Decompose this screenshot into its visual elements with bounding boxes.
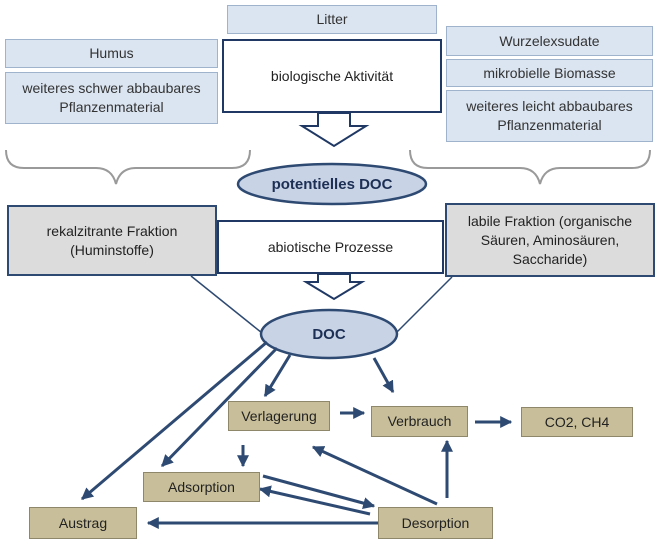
biologische-aktivitaet-label: biologische Aktivität xyxy=(270,67,394,84)
verlagerung-label: Verlagerung xyxy=(241,407,317,424)
desorption-label: Desorption xyxy=(401,514,470,531)
box-adsorption: Adsorption xyxy=(143,472,260,502)
box-co2-ch4: CO2, CH4 xyxy=(521,407,633,437)
box-abiotische-prozesse: abiotische Prozesse xyxy=(217,220,444,274)
oval-doc xyxy=(259,308,399,360)
rekalzitrante-fraktion-label: rekalzitrante Fraktion (Huminstoffe) xyxy=(46,222,178,258)
abiotische-prozesse-label: abiotische Prozesse xyxy=(267,238,394,255)
box-desorption: Desorption xyxy=(378,507,493,539)
adsorption-label: Adsorption xyxy=(168,478,235,495)
box-wurzelexsudate: Wurzelexsudate xyxy=(446,26,653,56)
leicht-abbaubar-label: weiteres leicht abbaubares Pflanzenmater… xyxy=(466,98,633,133)
doc-label: DOC xyxy=(312,325,346,343)
funnel-line-left xyxy=(190,275,263,334)
box-schwer-abbaubar: weiteres schwer abbaubares Pflanzenmater… xyxy=(5,72,218,124)
arrow-doc-to-verbrauch xyxy=(372,357,395,394)
mikrobielle-biomasse-label: mikrobielle Biomasse xyxy=(483,64,616,81)
arrow-doc-to-verlagerung xyxy=(263,354,292,398)
austrag-label: Austrag xyxy=(58,514,108,531)
arrow-adsorption-to-desorption xyxy=(262,474,376,509)
labile-fraktion-label: labile Fraktion (organische Säuren, Amin… xyxy=(467,212,633,267)
hollow-arrow-biologisch xyxy=(298,112,370,148)
funnel-line-right xyxy=(395,276,453,334)
box-mikrobielle-biomasse: mikrobielle Biomasse xyxy=(446,59,653,87)
left-brace xyxy=(5,149,251,185)
right-brace xyxy=(409,149,651,185)
hollow-arrow-abiotisch xyxy=(302,273,366,301)
box-verlagerung: Verlagerung xyxy=(228,401,330,431)
wurzelexsudate-label: Wurzelexsudate xyxy=(499,32,600,49)
litter-label: Litter xyxy=(316,11,348,27)
box-verbrauch: Verbrauch xyxy=(371,406,468,437)
oval-potentielles-doc xyxy=(236,162,428,206)
verbrauch-label: Verbrauch xyxy=(387,413,452,429)
box-leicht-abbaubar: weiteres leicht abbaubares Pflanzenmater… xyxy=(446,90,653,142)
arrow-doc-to-austrag xyxy=(81,340,268,501)
arrow-desorption-to-adsorption xyxy=(258,485,371,516)
box-biologische-aktivitaet: biologische Aktivität xyxy=(222,39,442,113)
box-labile-fraktion: labile Fraktion (organische Säuren, Amin… xyxy=(445,203,655,277)
box-rekalzitrante-fraktion: rekalzitrante Fraktion (Huminstoffe) xyxy=(7,205,217,276)
schwer-abbaubar-label: weiteres schwer abbaubares Pflanzenmater… xyxy=(22,80,201,115)
box-humus: Humus xyxy=(5,39,218,68)
arrow-doc-to-adsorption xyxy=(160,346,279,468)
box-litter: Litter xyxy=(227,5,437,34)
humus-label: Humus xyxy=(89,45,134,61)
co2-ch4-label: CO2, CH4 xyxy=(544,413,610,430)
box-austrag: Austrag xyxy=(29,507,137,539)
arrow-desorption-to-verlagerung xyxy=(311,445,438,506)
potentielles-doc-label: potentielles DOC xyxy=(271,175,393,193)
